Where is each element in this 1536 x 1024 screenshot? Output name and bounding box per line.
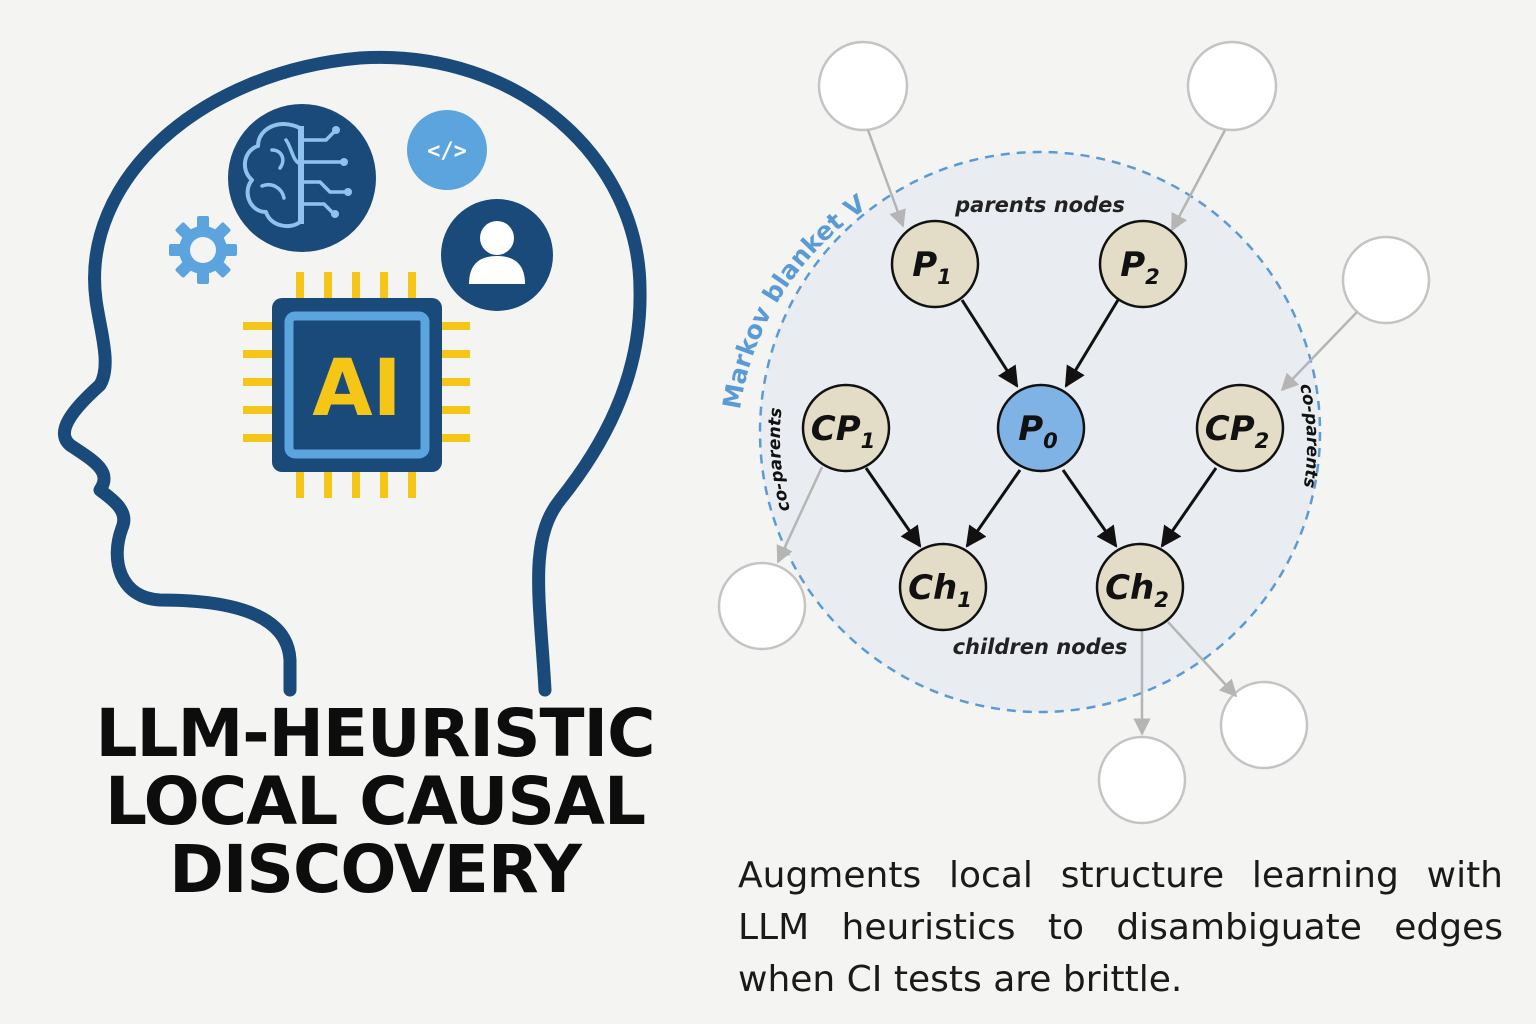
code-icon-label: </> xyxy=(427,139,467,164)
node-cp1[interactable]: CP1 xyxy=(801,383,891,473)
external-node xyxy=(1186,40,1278,132)
page-title: LLM-HEURISTIC LOCAL CAUSAL DISCOVERY xyxy=(30,700,720,904)
description-text: Augments local structure learning with L… xyxy=(738,855,1503,1000)
external-node xyxy=(817,40,909,132)
node-p0-target[interactable]: P0 xyxy=(996,383,1086,473)
children-nodes-label: children nodes xyxy=(953,635,1128,659)
external-node xyxy=(1097,735,1187,825)
causal-edges xyxy=(864,299,1218,548)
external-node xyxy=(717,561,807,651)
external-node xyxy=(1341,235,1431,325)
external-nodes xyxy=(717,40,1431,825)
svg-text:CP1: CP1 xyxy=(811,409,876,453)
node-ch2[interactable]: Ch2 xyxy=(1095,542,1185,632)
title-line: DISCOVERY xyxy=(169,831,582,908)
brain-circuit-icon xyxy=(228,104,376,252)
external-edges xyxy=(776,129,1358,736)
gear-icon xyxy=(169,216,237,284)
title-line: LOCAL CAUSAL xyxy=(104,763,646,840)
node-p2[interactable]: P2 xyxy=(1098,219,1188,309)
user-icon xyxy=(441,199,553,311)
head-outline xyxy=(58,50,647,697)
svg-text:Ch1: Ch1 xyxy=(908,568,972,612)
title-line: LLM-HEURISTIC xyxy=(95,695,655,772)
parents-nodes-label: parents nodes xyxy=(954,193,1125,217)
code-icon: </> xyxy=(407,110,487,190)
ai-chip-icon: AI xyxy=(243,272,470,498)
svg-text:CP2: CP2 xyxy=(1205,409,1270,453)
svg-text:Ch2: Ch2 xyxy=(1105,568,1169,612)
node-cp2[interactable]: CP2 xyxy=(1195,383,1285,473)
ai-chip-label: AI xyxy=(312,344,401,434)
node-p1[interactable]: P1 xyxy=(890,219,980,309)
svg-text:P2: P2 xyxy=(1120,245,1160,289)
svg-text:P1: P1 xyxy=(912,245,952,289)
svg-text:P0: P0 xyxy=(1018,409,1058,453)
external-node xyxy=(1219,680,1309,770)
node-ch1[interactable]: Ch1 xyxy=(898,542,988,632)
